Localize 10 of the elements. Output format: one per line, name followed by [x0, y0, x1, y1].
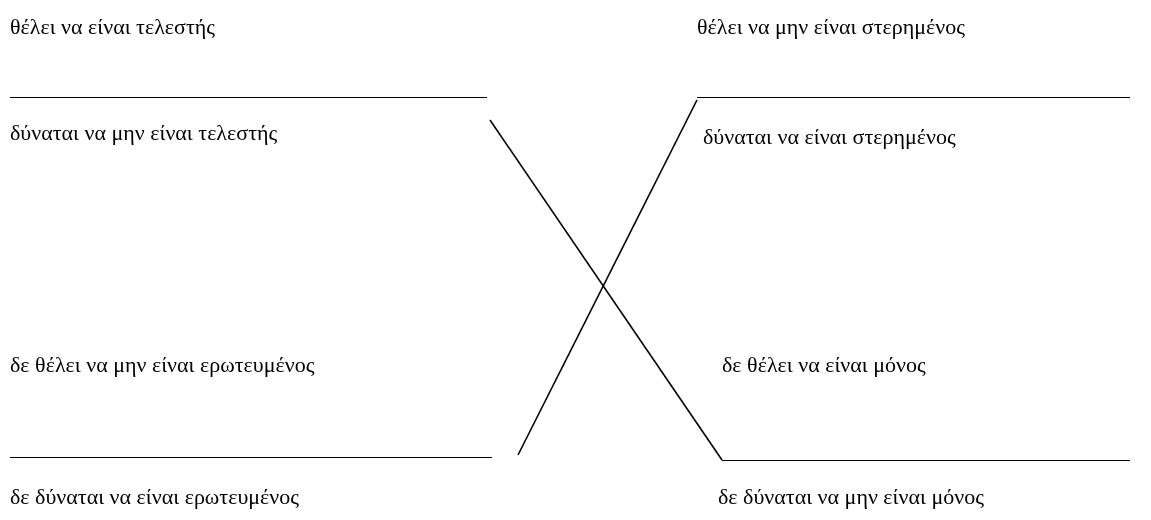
statement-text: δε θέλει να μην είναι ερωτευμένος: [10, 352, 315, 378]
statement-text: δύναται να μην είναι τελεστής: [10, 120, 278, 146]
statement-text: δύναται να είναι στερημένος: [703, 124, 956, 150]
statement-text: θέλει να μην είναι στερημένος: [697, 14, 965, 40]
connector-line: [489, 119, 723, 461]
statement-text: θέλει να είναι τελεστής: [10, 14, 216, 40]
statement-text: δε θέλει να είναι μόνος: [722, 352, 926, 378]
connector-line: [517, 99, 698, 456]
statement-text: δε δύναται να μην είναι μόνος: [718, 484, 984, 510]
statement-text: δε δύναται να είναι ερωτευμένος: [10, 484, 299, 510]
